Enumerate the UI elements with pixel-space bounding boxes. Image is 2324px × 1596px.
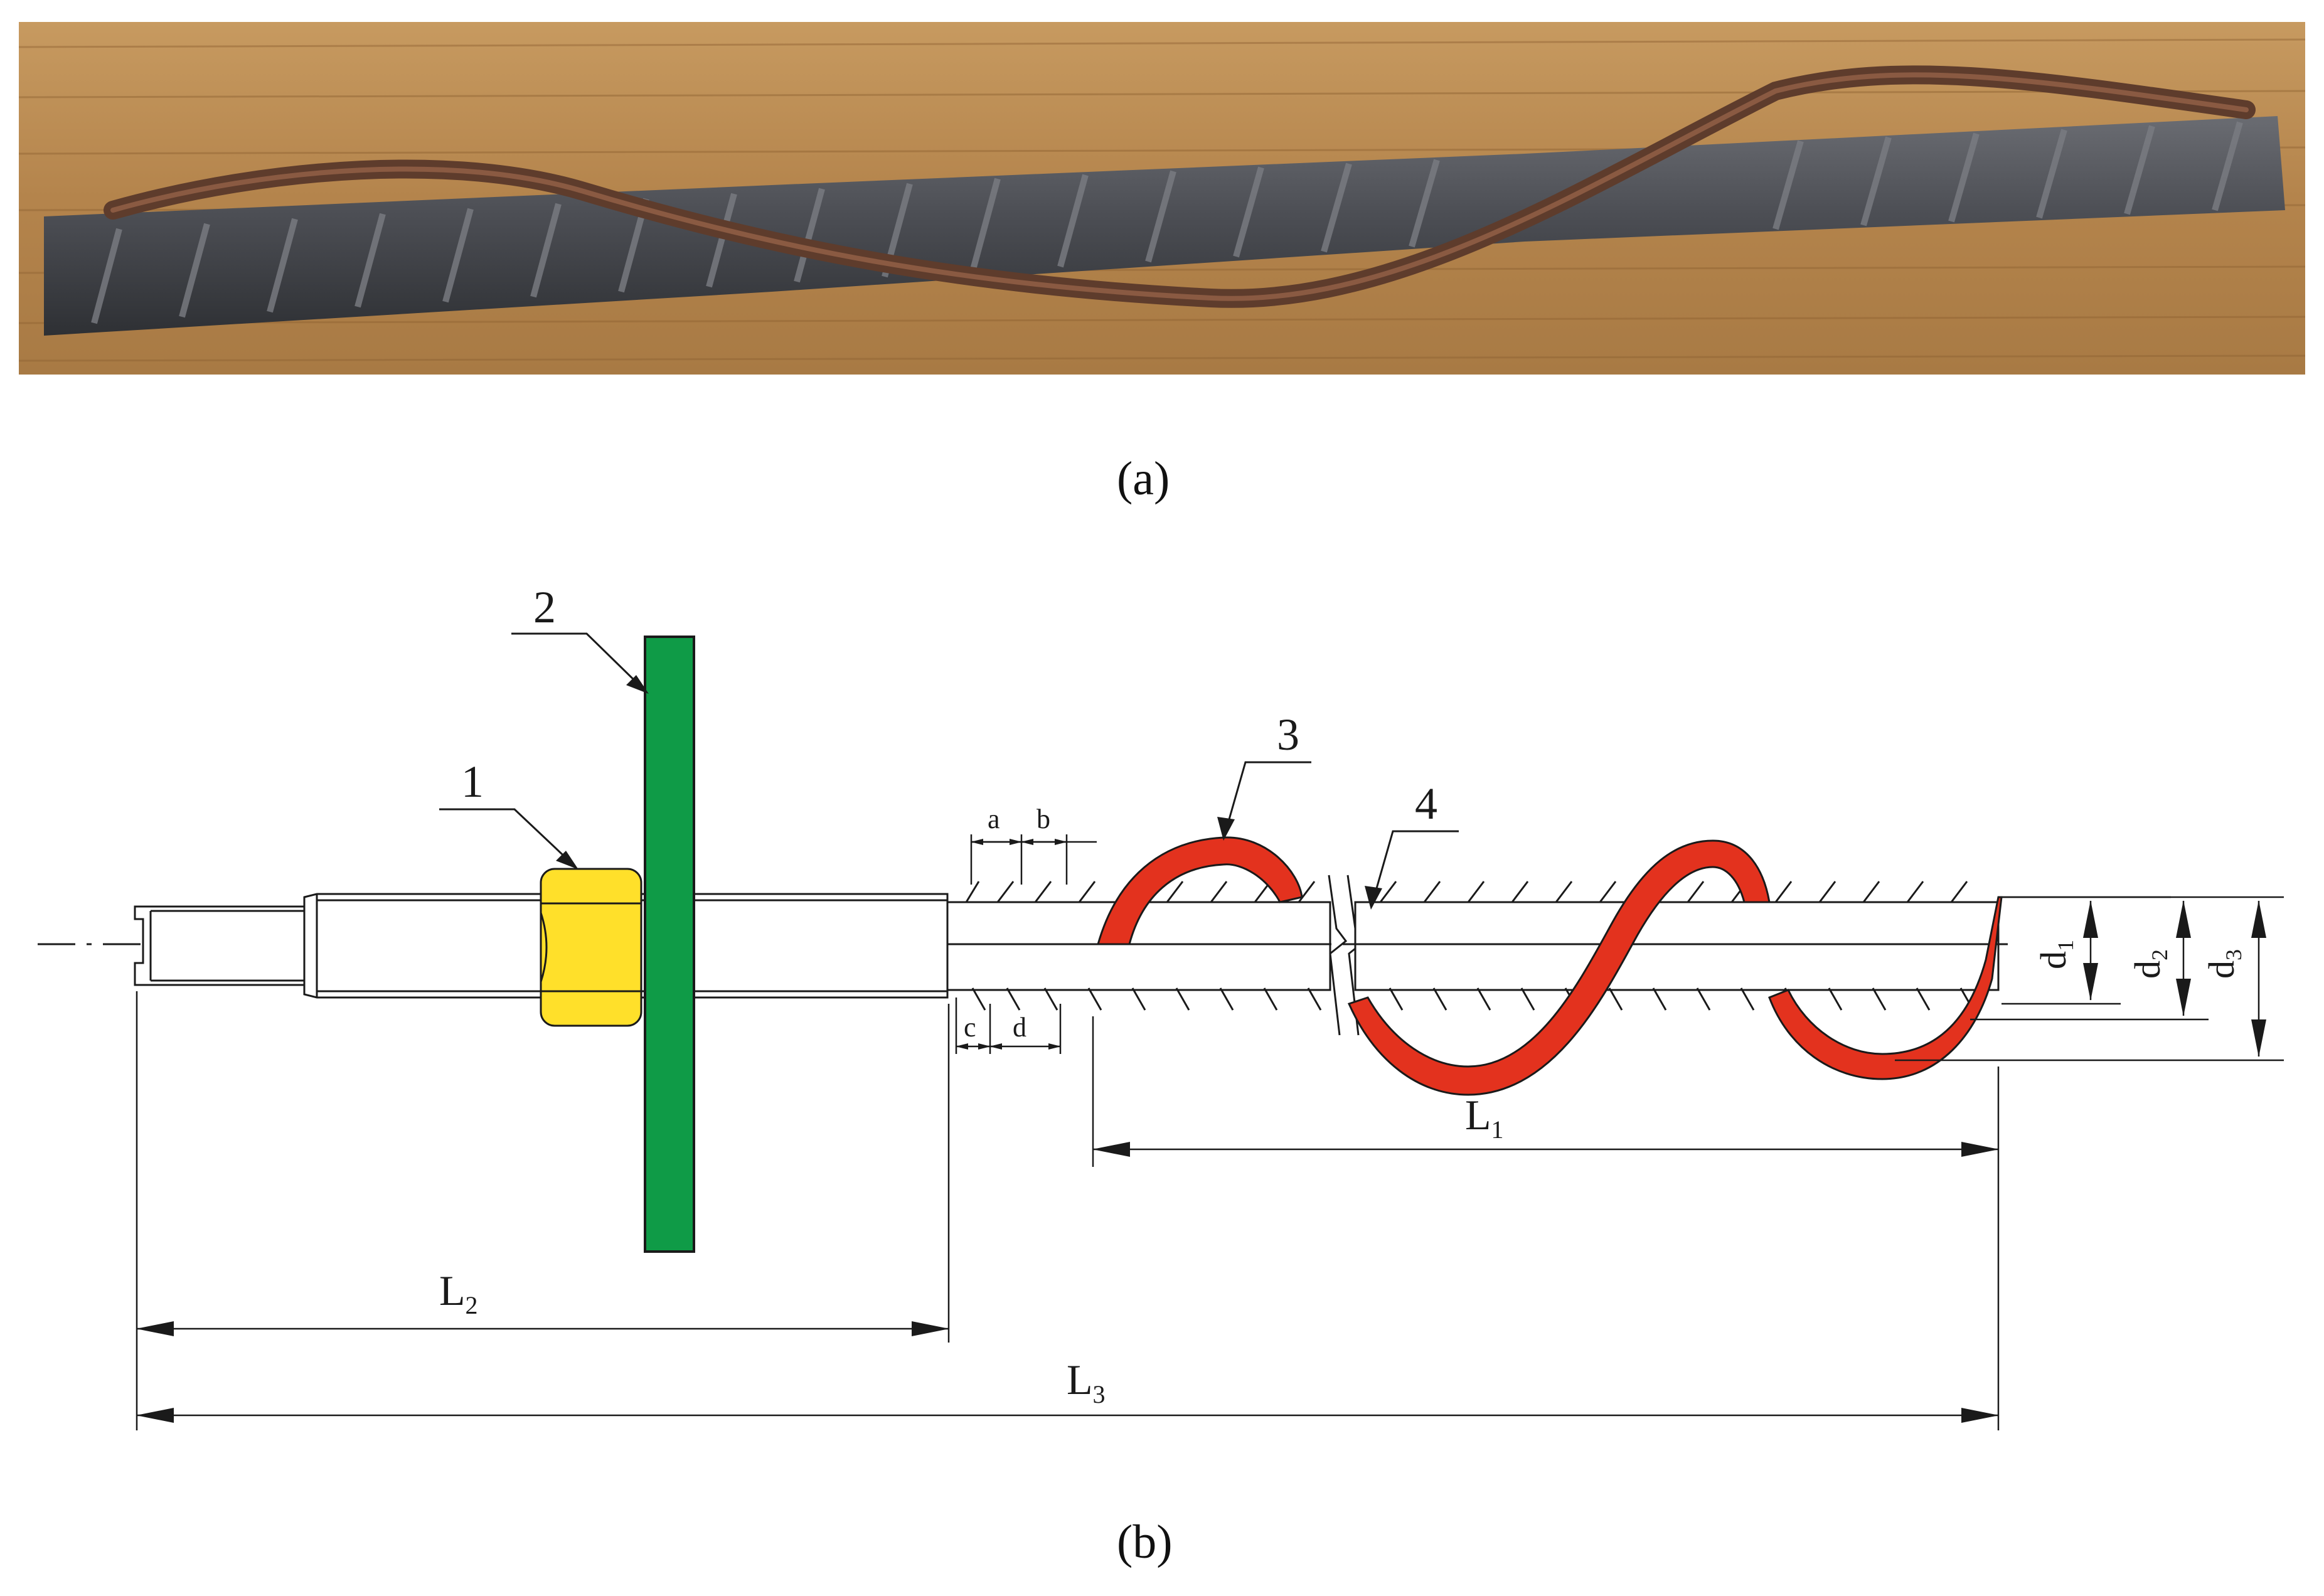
dim-d2-sub: 2 xyxy=(2147,949,2172,960)
callout-1: 1 xyxy=(461,757,484,807)
spiral-wire-right xyxy=(1768,896,2003,1080)
dim-label-d2: d2 xyxy=(2127,949,2172,979)
dim-L1-sub: 1 xyxy=(1491,1115,1504,1144)
dim-label-L1: L1 xyxy=(1465,1091,1504,1144)
callout-leaders xyxy=(439,632,1459,898)
dim-label-b: b xyxy=(1037,804,1050,834)
dim-d3-base: d xyxy=(2201,960,2242,979)
dim-label-d: d xyxy=(1013,1012,1026,1043)
dim-L2-base: L xyxy=(439,1267,466,1314)
dim-label-d1: d1 xyxy=(2033,940,2078,969)
dim-label-a: a xyxy=(988,804,1000,834)
rebar-bar xyxy=(44,116,2285,336)
dim-L2-sub: 2 xyxy=(466,1291,478,1319)
photo-rebar-anchor xyxy=(19,22,2305,375)
twisted-wire-highlight xyxy=(110,72,2249,301)
nut xyxy=(540,868,642,1027)
dim-d1-base: d xyxy=(2033,951,2074,969)
threaded-end xyxy=(134,905,306,986)
rib-dimension-cd xyxy=(955,998,1062,1054)
length-dimensions xyxy=(136,991,2000,1430)
panel-a-caption: (a) xyxy=(1117,452,1170,505)
dim-d2-base: d xyxy=(2127,960,2168,979)
callout-4: 4 xyxy=(1415,779,1437,829)
diameter-dimensions xyxy=(1895,896,2284,1061)
dim-L1-base: L xyxy=(1465,1091,1491,1139)
break-symbol xyxy=(1328,875,1348,1036)
dim-d3-sub: 3 xyxy=(2221,949,2246,960)
dim-label-c: c xyxy=(964,1012,976,1043)
callout-arrowheads xyxy=(556,675,1382,910)
pitch-dimension-ab xyxy=(970,834,1097,885)
dim-label-d3: d3 xyxy=(2201,949,2246,979)
dim-L3-sub: 3 xyxy=(1093,1380,1106,1408)
bearing-plate xyxy=(644,636,695,1253)
rod-ribs-left xyxy=(965,881,1322,1011)
dim-label-L2: L2 xyxy=(439,1267,478,1319)
callout-2: 2 xyxy=(533,582,556,632)
panel-b-caption: (b) xyxy=(1117,1516,1173,1568)
dim-L3-base: L xyxy=(1067,1356,1093,1403)
ribbed-rod-right xyxy=(1354,901,2000,991)
dim-label-L3: L3 xyxy=(1067,1356,1106,1408)
spiral-wire-mid xyxy=(1347,839,1771,1096)
dim-d1-sub: 1 xyxy=(2053,940,2078,951)
rebar-ribs xyxy=(91,121,2243,324)
callout-3: 3 xyxy=(1277,710,1299,760)
spiral-wire-left xyxy=(1097,836,1303,945)
